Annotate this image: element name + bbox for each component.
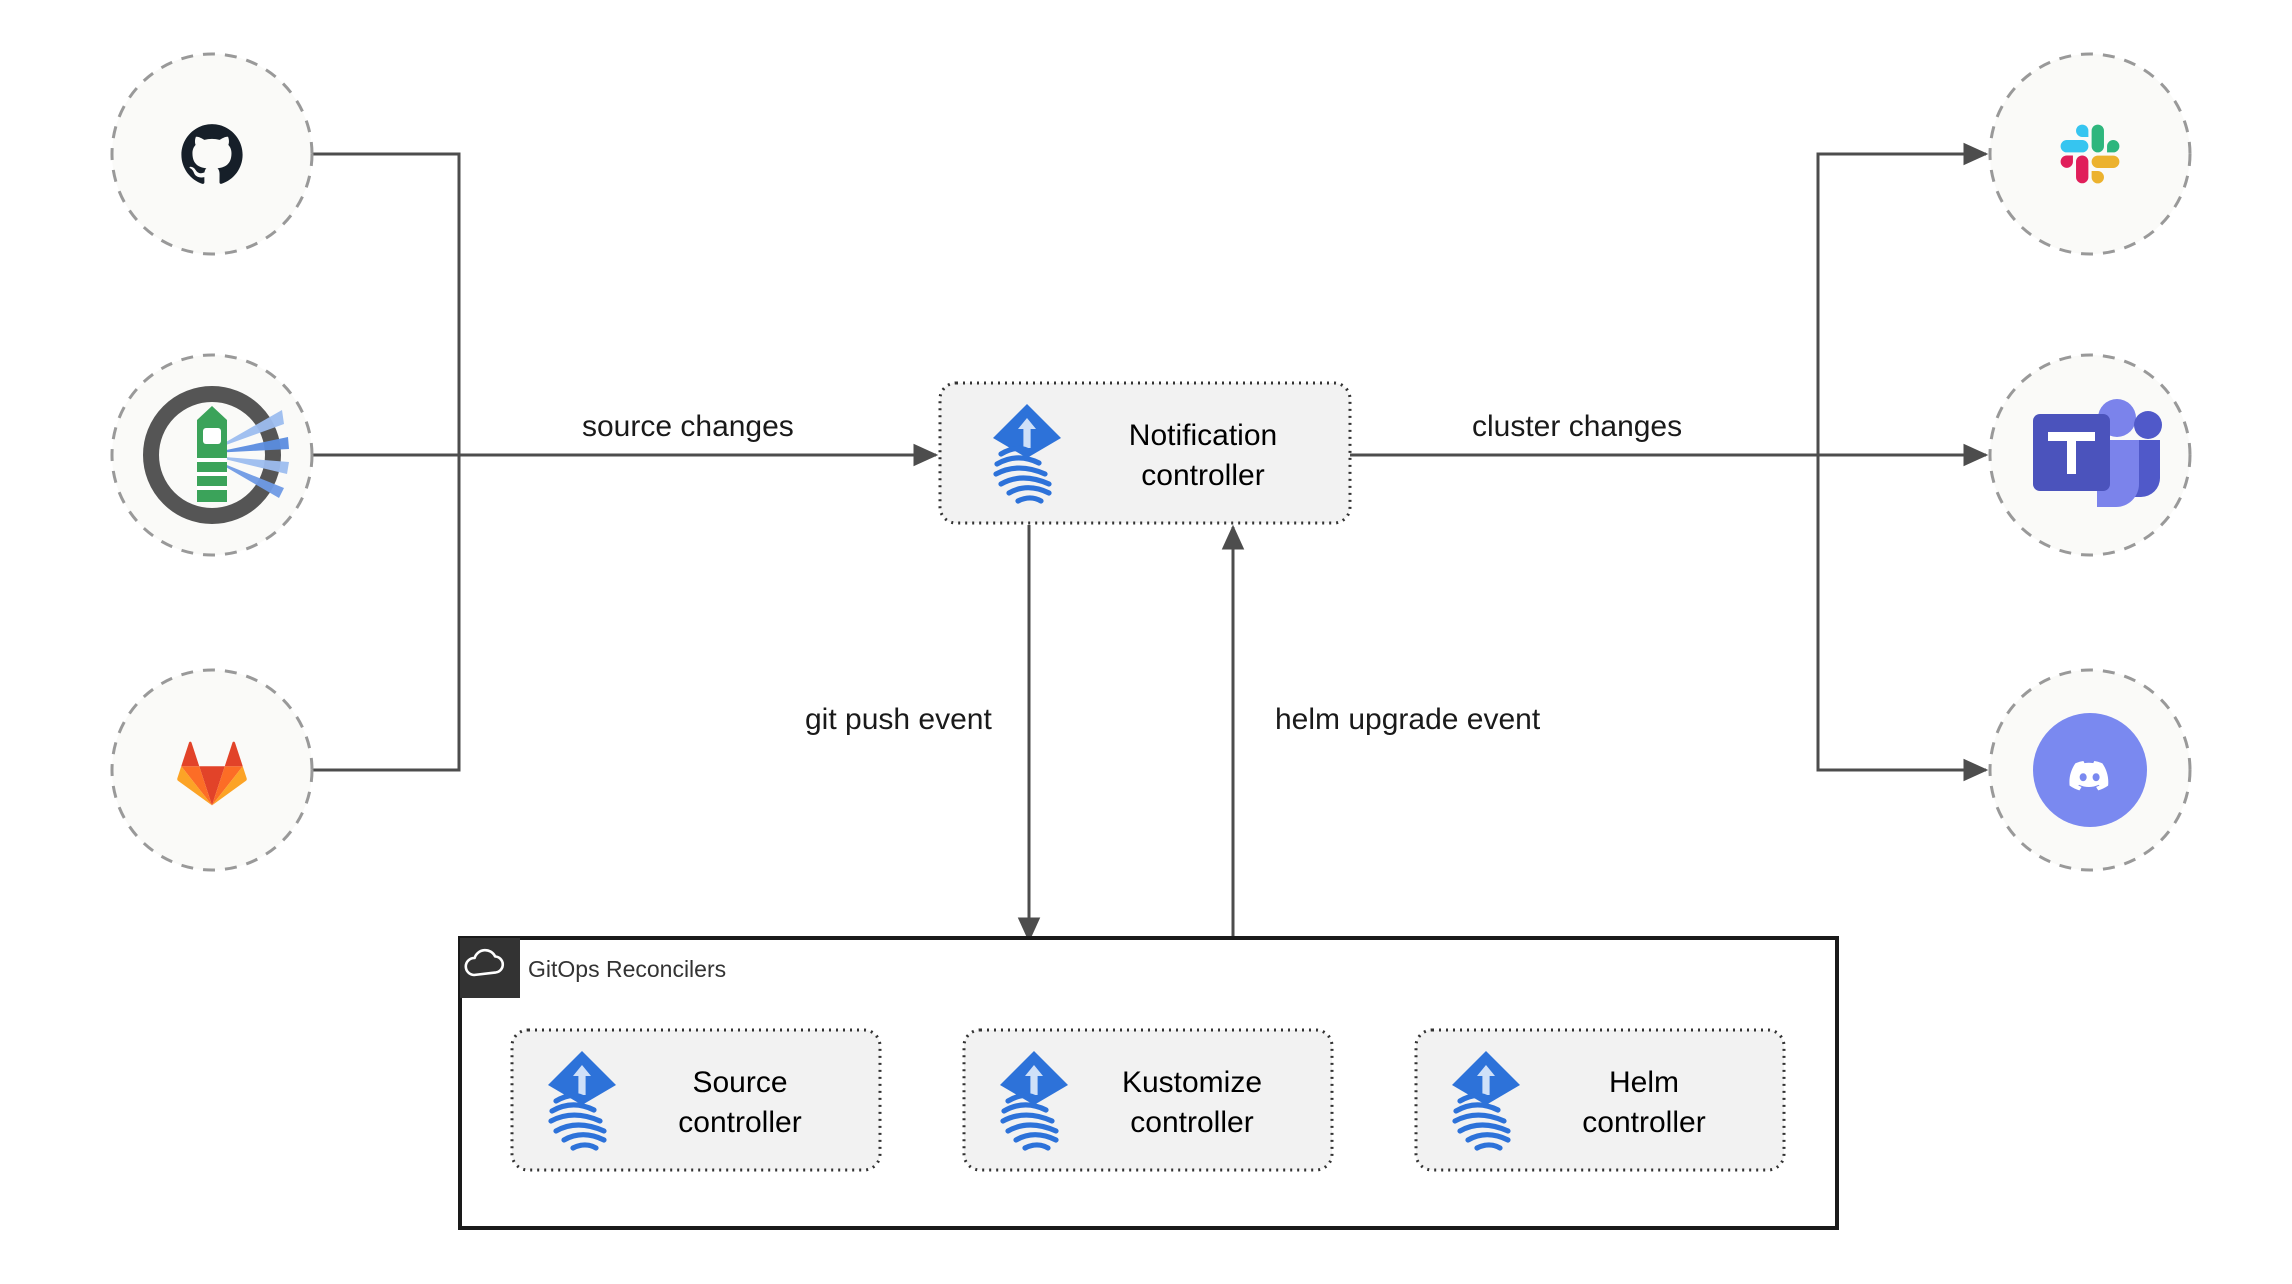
source-controller-label-line1: Source	[692, 1066, 787, 1099]
slack-icon	[2060, 124, 2120, 184]
source-node-github[interactable]	[110, 52, 314, 256]
destination-node-discord[interactable]	[1988, 668, 2192, 872]
edge-trunk-to-discord	[1816, 455, 1989, 782]
gitops-reconcilers-title: GitOps Reconcilers	[528, 956, 727, 982]
destination-node-teams[interactable]	[1988, 353, 2192, 557]
helm-controller-node[interactable]: Helm controller	[1414, 1028, 1786, 1172]
edge-label-helm-upgrade-event: helm upgrade event	[1275, 703, 1541, 736]
kustomize-controller-label-line1: Kustomize	[1122, 1066, 1262, 1099]
destination-node-slack[interactable]	[1988, 52, 2192, 256]
edge-gitlab-to-trunk	[312, 455, 461, 772]
edge-trunk-to-slack	[1816, 142, 1989, 455]
kustomize-controller-label-line2: controller	[1130, 1106, 1253, 1139]
discord-icon	[2033, 713, 2147, 827]
github-icon	[181, 124, 243, 184]
ms-teams-icon	[2033, 399, 2162, 507]
helm-controller-label-line2: controller	[1582, 1106, 1705, 1139]
edge-label-cluster-changes: cluster changes	[1472, 410, 1683, 443]
notification-controller-label-line2: controller	[1141, 459, 1264, 492]
helm-controller-label-line1: Helm	[1609, 1066, 1679, 1099]
edge-label-source-changes: source changes	[582, 410, 794, 443]
edge-label-git-push-event: git push event	[805, 703, 992, 736]
cloud-icon	[464, 948, 505, 977]
dashed-circle	[110, 52, 314, 256]
notification-controller-node[interactable]: Notification controller	[938, 381, 1352, 525]
gitlab-icon	[177, 741, 247, 806]
notification-controller-label-line1: Notification	[1129, 419, 1277, 452]
source-controller-node[interactable]: Source controller	[510, 1028, 882, 1172]
source-controller-label-line2: controller	[678, 1106, 801, 1139]
source-node-flux[interactable]	[110, 353, 314, 557]
dashed-circle	[1988, 52, 2192, 256]
kustomize-controller-node[interactable]: Kustomize controller	[962, 1028, 1334, 1172]
flux-lighthouse-icon	[143, 386, 289, 524]
source-node-gitlab[interactable]	[110, 668, 314, 872]
edge-github-to-trunk	[312, 152, 461, 455]
